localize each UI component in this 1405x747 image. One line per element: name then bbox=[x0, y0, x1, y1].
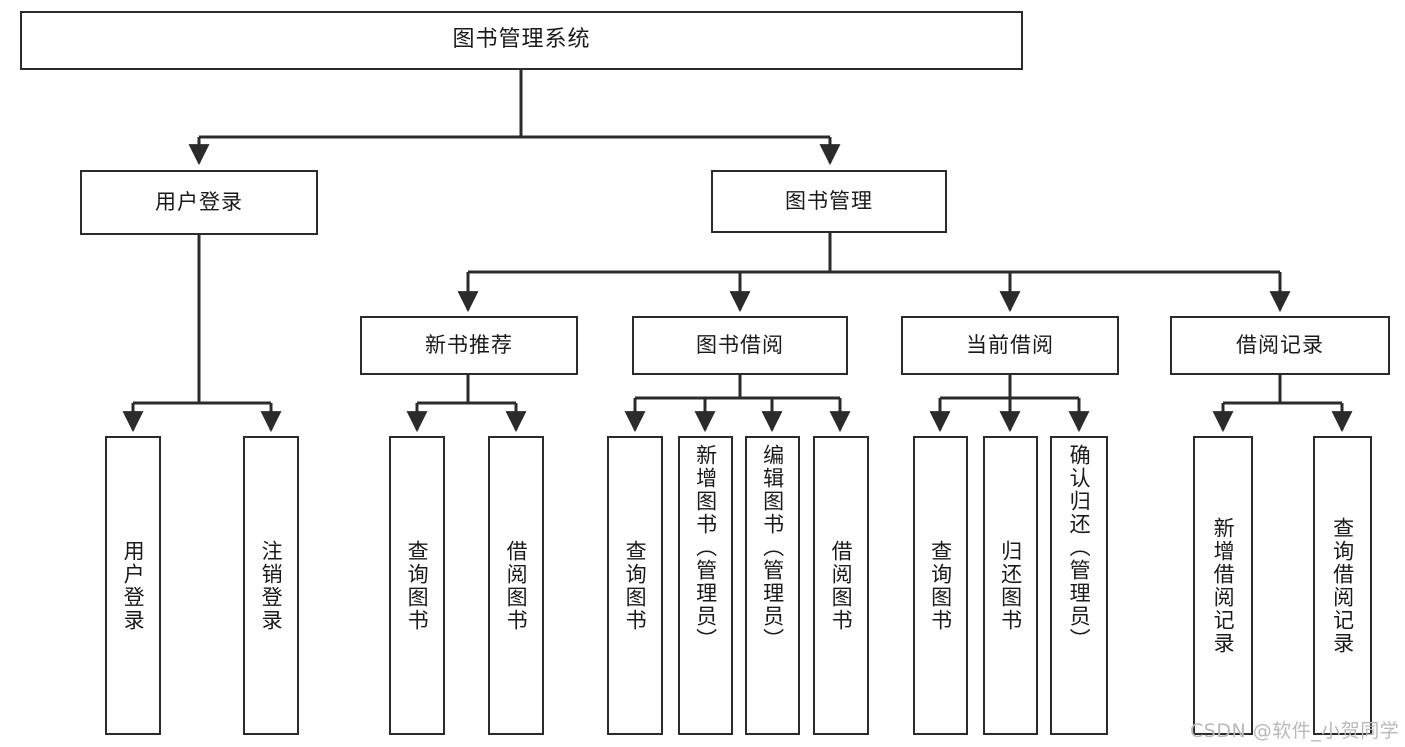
leaf-user-login-do[interactable]: 用户登录 bbox=[105, 436, 161, 735]
leaf-borrow-edit-book-admin[interactable]: 编辑图书（管理员） bbox=[745, 436, 800, 735]
leaf-current-query-book[interactable]: 查询图书 bbox=[913, 436, 968, 735]
node-new-book-recommend[interactable]: 新书推荐 bbox=[360, 316, 578, 375]
leaf-borrow-query-book[interactable]: 查询图书 bbox=[607, 436, 663, 735]
leaf-current-confirm-return-admin[interactable]: 确认归还（管理员） bbox=[1050, 436, 1108, 735]
node-root-system[interactable]: 图书管理系统 bbox=[20, 11, 1023, 70]
node-user-login[interactable]: 用户登录 bbox=[80, 170, 318, 235]
leaf-user-logout[interactable]: 注销登录 bbox=[243, 436, 299, 735]
node-current-borrow[interactable]: 当前借阅 bbox=[901, 316, 1119, 375]
node-borrow-record[interactable]: 借阅记录 bbox=[1170, 316, 1390, 375]
csdn-watermark: CSDN @软件_小贺同学 bbox=[1190, 720, 1400, 742]
node-book-borrow[interactable]: 图书借阅 bbox=[632, 316, 848, 375]
leaf-new-book-query[interactable]: 查询图书 bbox=[389, 436, 445, 735]
leaf-borrow-borrow-book[interactable]: 借阅图书 bbox=[813, 436, 869, 735]
leaf-current-return-book[interactable]: 归还图书 bbox=[983, 436, 1038, 735]
node-book-management[interactable]: 图书管理 bbox=[711, 170, 947, 233]
leaf-borrow-add-book-admin[interactable]: 新增图书（管理员） bbox=[678, 436, 733, 735]
leaf-record-add-borrow-record[interactable]: 新增借阅记录 bbox=[1193, 436, 1253, 735]
leaf-new-book-borrow[interactable]: 借阅图书 bbox=[488, 436, 544, 735]
leaf-record-query-borrow-record[interactable]: 查询借阅记录 bbox=[1313, 436, 1372, 735]
